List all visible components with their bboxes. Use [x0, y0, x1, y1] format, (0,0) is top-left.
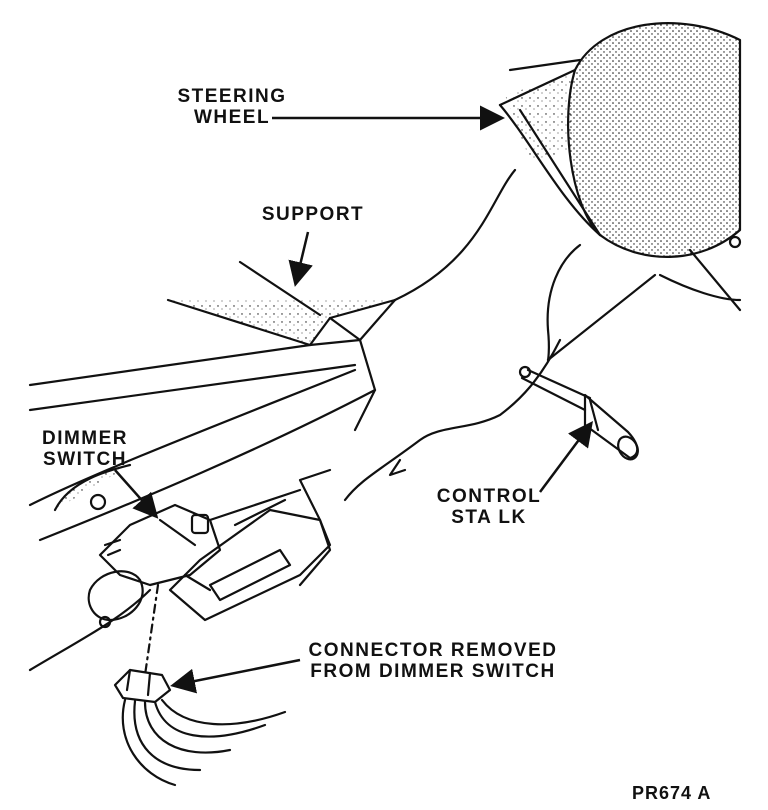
control-stalk-label: CONTROL STA LK — [430, 486, 548, 528]
connection-guide-line — [143, 583, 160, 677]
control-stalk-leader — [538, 420, 593, 493]
steering-wheel — [498, 22, 742, 312]
control-stalk-label-line-1: CONTROL — [436, 486, 542, 507]
steering-wheel-label: STEERING WHEEL — [176, 86, 288, 128]
support-label: SUPPORT — [261, 204, 365, 225]
figure-code: PR674 A — [632, 783, 712, 803]
steering-wheel-label-line-1: STEERING — [177, 86, 287, 107]
dimmer-switch-label-line-1: DIMMER — [41, 428, 129, 449]
connector-label-line-1: CONNECTOR REMOVED — [308, 640, 558, 661]
control-stalk-label-line-2: STA LK — [451, 507, 527, 528]
steering-wheel-label-line-2: WHEEL — [193, 107, 271, 128]
connector-label-line-2: FROM DIMMER SWITCH — [310, 661, 556, 682]
dimmer-switch-label-line-2: SWITCH — [43, 449, 127, 470]
dimmer-switch-leader — [114, 469, 159, 519]
steering-column-shroud — [343, 168, 657, 502]
lower-column — [28, 338, 377, 672]
support-leader — [288, 231, 313, 287]
connector-leader — [170, 658, 301, 694]
connector-label: CONNECTOR REMOVED FROM DIMMER SWITCH — [300, 640, 566, 682]
control-stalk — [518, 365, 639, 461]
switch-housing — [168, 498, 332, 622]
connector-wires — [121, 698, 287, 787]
dimmer-switch-label: DIMMER SWITCH — [36, 428, 134, 470]
removed-connector — [113, 668, 172, 704]
support-bracket — [28, 260, 397, 412]
